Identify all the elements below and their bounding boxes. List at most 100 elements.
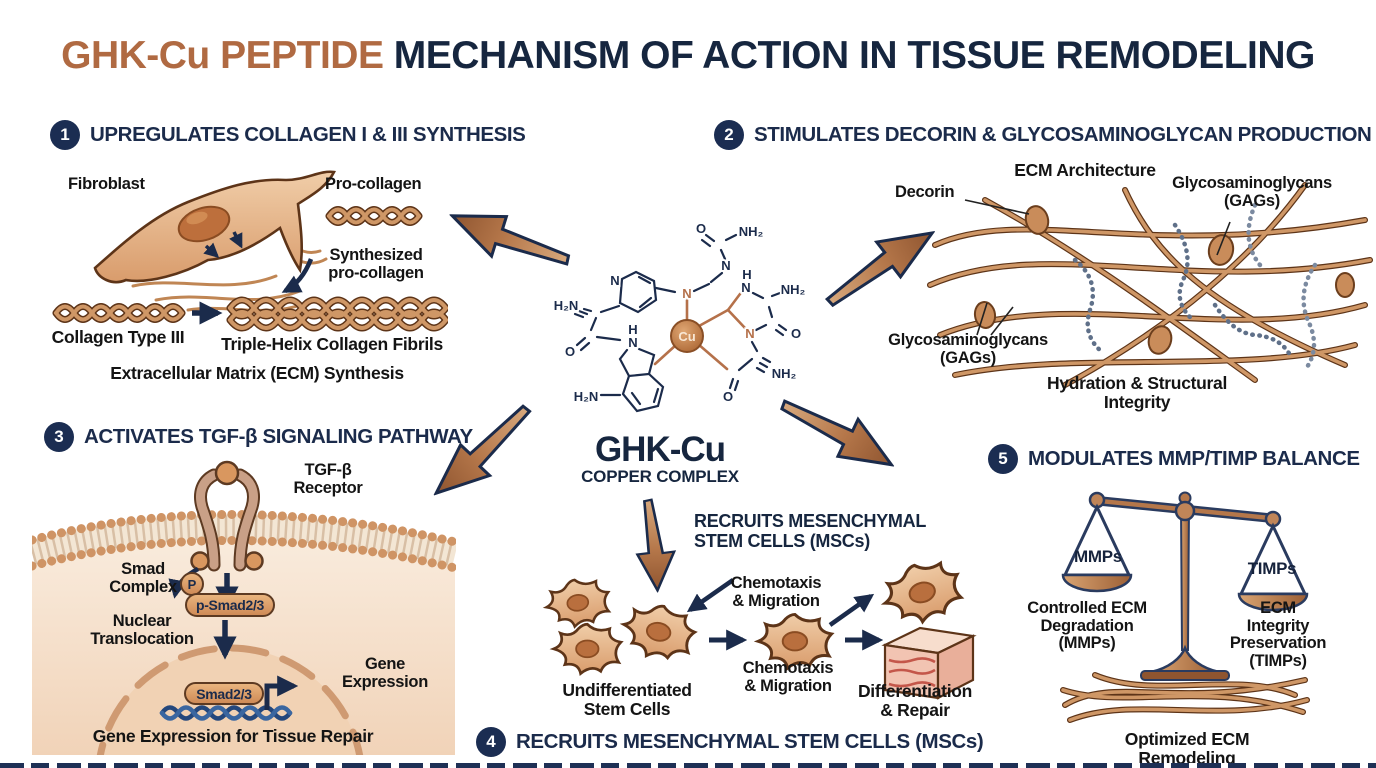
bottom-crop-strip bbox=[0, 763, 1376, 768]
arrow-to-section5-icon bbox=[768, 367, 912, 493]
fibroblast-cell bbox=[93, 170, 336, 284]
section3-header: 3 ACTIVATES TGF-β SIGNALING PATHWAY bbox=[44, 422, 473, 452]
badge-2: 2 bbox=[714, 120, 744, 150]
optimized-ecm-label: Optimized ECM Remodeling bbox=[1124, 729, 1250, 768]
section1-header: 1 UPREGULATES COLLAGEN I & III SYNTHESIS bbox=[50, 120, 526, 150]
triple-helix-fibril bbox=[226, 296, 448, 332]
undifferentiated-label: Undifferentiated Stem Cells bbox=[562, 680, 692, 719]
scale-pole bbox=[1179, 505, 1191, 651]
page-title: GHK-Cu PEPTIDE MECHANISM OF ACTION IN TI… bbox=[0, 34, 1376, 78]
atom-o-top: O bbox=[696, 221, 706, 236]
decorin-blobs bbox=[973, 205, 1355, 355]
gene-expression-caption: Gene Expression for Tissue Repair bbox=[92, 726, 374, 746]
base-plate bbox=[1140, 670, 1230, 681]
atom-nh2-top: NH₂ bbox=[739, 224, 764, 239]
ecm-network-illustration bbox=[927, 182, 1373, 388]
cu-label: Cu bbox=[678, 329, 695, 344]
pointer-lines bbox=[964, 199, 1231, 336]
hydration-label: Hydration & Structural Integrity bbox=[1046, 373, 1228, 412]
gag-bead-chains bbox=[1072, 202, 1318, 373]
atom-labels: O NH₂ N N H₂N N H N NH₂ O N NH₂ O H N O … bbox=[552, 219, 807, 406]
gene-expression-arrow bbox=[264, 675, 299, 710]
section4-title: RECRUITS MESENCHYMAL STEM CELLS (MSCs) bbox=[516, 730, 984, 753]
atom-o-left: O bbox=[565, 344, 575, 359]
ecm-architecture-label: ECM Architecture bbox=[1014, 160, 1156, 180]
p-smad-pill: p-Smad2/3 bbox=[185, 593, 275, 617]
recruits-msc-label: RECRUITS MESENCHYMAL STEM CELLS (MSCs) bbox=[694, 511, 927, 551]
optimized-ecm-fibers bbox=[1060, 672, 1310, 723]
atom-h2n-bottom-left: H₂N bbox=[574, 389, 599, 404]
atom-o-bottom: O bbox=[723, 389, 733, 404]
balance-scale-illustration bbox=[1061, 491, 1309, 681]
gags-right-label: Glycosaminoglycans (GAGs) bbox=[1172, 174, 1332, 210]
timps-label: TIMPs bbox=[1247, 559, 1297, 578]
mmps-label: MMPs bbox=[1074, 547, 1122, 566]
section2-header: 2 STIMULATES DECORIN & GLYCOSAMINOGLYCAN… bbox=[714, 120, 1372, 150]
collagen-type-iii-label: Collagen Type III bbox=[51, 327, 185, 347]
atom-n-coord1: N bbox=[682, 286, 691, 301]
gene-expression-label: Gene Expression bbox=[342, 655, 428, 691]
section4-header: 4 RECRUITS MESENCHYMAL STEM CELLS (MSCs) bbox=[476, 727, 984, 757]
pro-collagen-label: Pro-collagen bbox=[325, 175, 422, 193]
smad23-pill: Smad2/3 bbox=[184, 682, 264, 705]
copper-atom: Cu bbox=[670, 319, 704, 353]
atom-h-right: H bbox=[742, 267, 751, 282]
atom-nh2-right: NH₂ bbox=[781, 282, 806, 297]
arrow-to-section3-icon bbox=[414, 390, 556, 520]
right-pan-bowl bbox=[1237, 592, 1309, 612]
organic-bonds bbox=[573, 233, 788, 413]
atom-n-coord2: N bbox=[745, 326, 754, 341]
ecm-integrity-label: ECM Integrity Preservation (TIMPs) bbox=[1229, 599, 1327, 670]
tgf-receptor-label: TGF-β Receptor bbox=[293, 461, 363, 497]
arrow-to-section4-icon bbox=[630, 498, 686, 594]
section5-header: 5 MODULATES MMP/TIMP BALANCE bbox=[988, 444, 1360, 474]
lipid-bilayer-membrane bbox=[32, 510, 456, 573]
chemotaxis-bottom-label: Chemotaxis & Migration bbox=[742, 659, 834, 695]
synthesized-curved-arrow bbox=[281, 258, 314, 293]
migration-arrows bbox=[686, 578, 884, 651]
section1-title: UPREGULATES COLLAGEN I & III SYNTHESIS bbox=[90, 123, 526, 146]
arrow-to-section2-icon bbox=[806, 203, 951, 322]
secretion-arrows bbox=[203, 231, 243, 258]
stem-cell-illustration bbox=[542, 560, 977, 700]
section3-title: ACTIVATES TGF-β SIGNALING PATHWAY bbox=[84, 425, 473, 448]
ghk-cu-name: GHK-Cu bbox=[594, 430, 726, 469]
copper-complex-subtitle: COPPER COMPLEX bbox=[581, 467, 739, 486]
atom-nh2-bottom-right: NH₂ bbox=[772, 366, 797, 381]
decorin-label: Decorin bbox=[895, 183, 955, 201]
collagen-iii-helix bbox=[52, 303, 186, 323]
badge-4: 4 bbox=[476, 727, 506, 757]
smad-complex-label: Smad Complex bbox=[109, 560, 177, 596]
ghk-cu-structure: Cu O NH₂ N N H₂N N H N NH₂ O N NH₂ O H N… bbox=[552, 219, 807, 413]
synthesized-pro-collagen-label: Synthesized pro-collagen bbox=[328, 246, 424, 282]
triple-helix-label: Triple-Helix Collagen Fibrils bbox=[221, 334, 443, 354]
atom-o-right: O bbox=[791, 326, 801, 341]
tissue-cube bbox=[881, 626, 977, 700]
atom-n-top: N bbox=[721, 258, 730, 273]
gags-left-label: Glycosaminoglycans (GAGs) bbox=[888, 331, 1048, 367]
undifferentiated-cluster bbox=[542, 574, 701, 675]
pivot bbox=[1174, 500, 1196, 522]
fibroblast-label: Fibroblast bbox=[68, 175, 145, 193]
pro-collagen-helix bbox=[325, 206, 423, 226]
chemotaxis-top-label: Chemotaxis & Migration bbox=[730, 574, 822, 610]
fibroblast-collagen-illustration bbox=[52, 170, 448, 332]
section2-title: STIMULATES DECORIN & GLYCOSAMINOGLYCAN P… bbox=[754, 123, 1372, 146]
atom-n-pyridine: N bbox=[610, 273, 619, 288]
title-rest: MECHANISM OF ACTION IN TISSUE REMODELING bbox=[383, 34, 1316, 77]
badge-3: 3 bbox=[44, 422, 74, 452]
nuclear-translocation-label: Nuclear Translocation bbox=[90, 612, 194, 648]
atom-h2n-left: H₂N bbox=[554, 298, 579, 313]
badge-5: 5 bbox=[988, 444, 1018, 474]
atom-h-indole: H bbox=[628, 322, 637, 337]
differentiation-label: Differentiation & Repair bbox=[857, 681, 973, 720]
differentiated-cell bbox=[876, 560, 969, 632]
title-highlight: GHK-Cu PEPTIDE bbox=[61, 34, 384, 77]
section5-title: MODULATES MMP/TIMP BALANCE bbox=[1028, 447, 1360, 470]
controlled-ecm-label: Controlled ECM Degradation (MMPs) bbox=[1027, 599, 1147, 653]
atom-n-right: N bbox=[741, 280, 750, 295]
badge-1: 1 bbox=[50, 120, 80, 150]
ecm-synthesis-label: Extracellular Matrix (ECM) Synthesis bbox=[110, 363, 404, 383]
atom-n-indole: N bbox=[628, 335, 637, 350]
